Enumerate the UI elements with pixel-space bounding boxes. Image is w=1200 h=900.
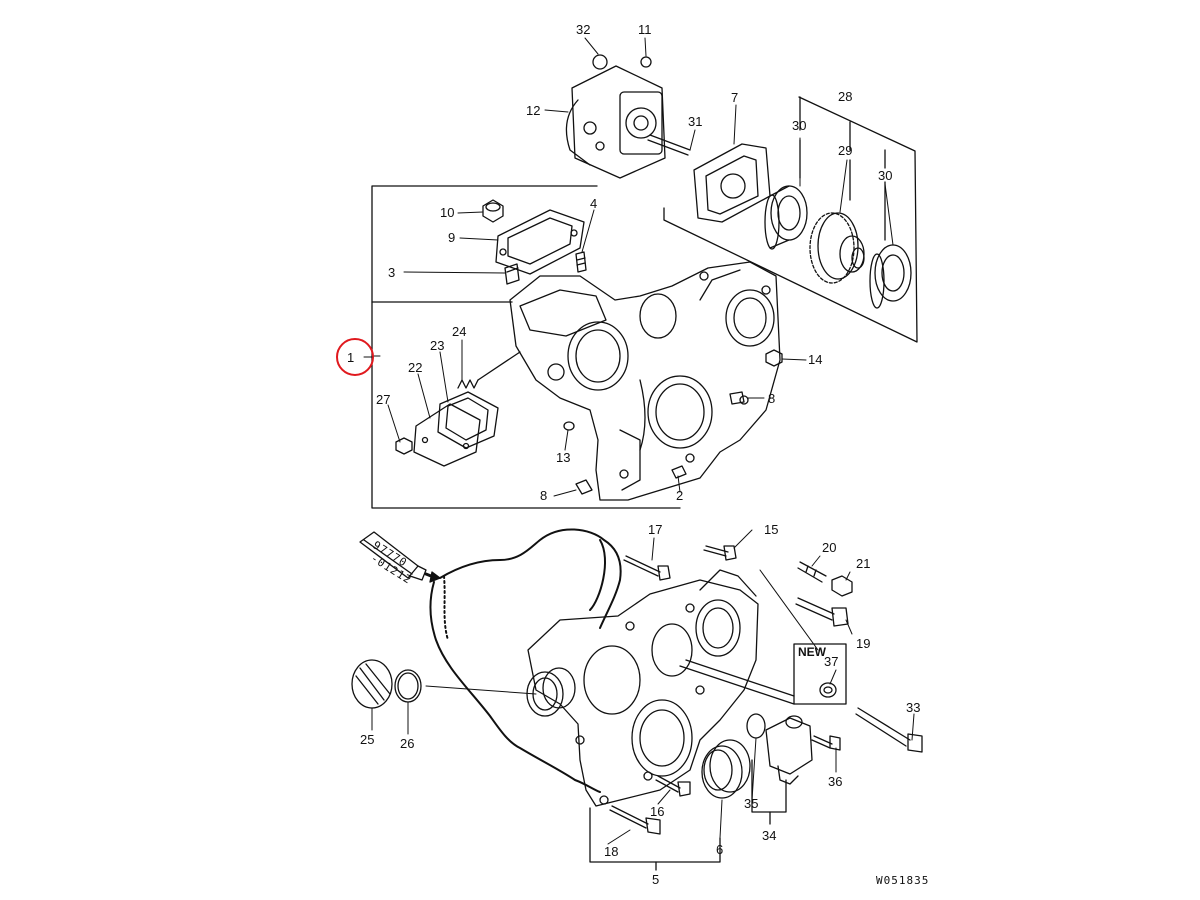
- callout-6: 6: [716, 842, 723, 857]
- callout-8-lower: 8: [540, 488, 547, 503]
- callout-24: 24: [452, 324, 466, 339]
- callout-37: 37: [824, 654, 838, 669]
- callout-20: 20: [822, 540, 836, 555]
- nut-21: [831, 575, 853, 597]
- drawing-code: W051835: [876, 874, 929, 887]
- callout-15: 15: [764, 522, 778, 537]
- callout-13: 13: [556, 450, 570, 465]
- spring-24: [457, 351, 521, 389]
- bolt-36: [811, 735, 841, 751]
- gear-housing: [509, 261, 781, 501]
- cover-gasket: [437, 391, 499, 449]
- bolt-14: [765, 349, 783, 367]
- nut-27: [395, 437, 413, 455]
- callout-25: 25: [360, 732, 374, 747]
- callout-31: 31: [688, 114, 702, 129]
- leader-lines-lower: [371, 529, 915, 845]
- callout-36: 36: [828, 774, 842, 789]
- bolt-19: [795, 597, 849, 627]
- new-part-box: [793, 643, 847, 705]
- callout-23: 23: [430, 338, 444, 353]
- callout-1: 1: [347, 350, 354, 365]
- callout-30-left: 30: [792, 118, 806, 133]
- callout-33: 33: [906, 700, 920, 715]
- callout-28: 28: [838, 89, 852, 104]
- callout-10: 10: [440, 205, 454, 220]
- sensor-34: [765, 715, 813, 785]
- assembly-bracket: [371, 185, 681, 509]
- callout-26: 26: [400, 736, 414, 751]
- callout-3: 3: [388, 265, 395, 280]
- dowel-8-lower: [575, 479, 593, 495]
- bolt-33: [855, 707, 923, 753]
- bearing-bracket: [663, 96, 918, 343]
- callout-21: 21: [856, 556, 870, 571]
- dowel-8-right: [729, 391, 745, 405]
- dowel-2: [671, 465, 687, 479]
- callout-32: 32: [576, 22, 590, 37]
- cover-bracket: [589, 807, 721, 871]
- callout-35: 35: [744, 796, 758, 811]
- callout-11: 11: [638, 22, 652, 37]
- bolt-17: [623, 555, 671, 581]
- callout-16: 16: [650, 804, 664, 819]
- bolt-10: [482, 199, 504, 223]
- new-part-label: NEW: [798, 645, 827, 659]
- leader-lines-upper: [371, 37, 894, 497]
- bolt-18: [609, 805, 661, 835]
- callout-17: 17: [648, 522, 662, 537]
- bolt-16: [655, 775, 691, 797]
- long-rod: [679, 659, 795, 705]
- bearing-left: [764, 185, 808, 250]
- idler-gear: [809, 212, 865, 284]
- callout-29: 29: [838, 143, 852, 158]
- sealant-bead: [429, 528, 622, 793]
- bolt-15: [703, 545, 737, 561]
- callout-2: 2: [676, 488, 683, 503]
- callout-22: 22: [408, 360, 422, 375]
- cap-25: [351, 659, 393, 709]
- callout-7: 7: [731, 90, 738, 105]
- injection-pump: [565, 54, 691, 179]
- bearing-right: [869, 244, 912, 309]
- callout-4: 4: [590, 196, 597, 211]
- stud-20: [797, 561, 827, 583]
- callout-34: 34: [762, 828, 776, 843]
- front-cover: [526, 569, 759, 807]
- oring-35: [746, 713, 766, 739]
- callout-14: 14: [808, 352, 822, 367]
- callout-18: 18: [604, 844, 618, 859]
- callout-9: 9: [448, 230, 455, 245]
- housing-gasket: [495, 209, 585, 275]
- pump-gasket: [693, 143, 771, 223]
- callout-8-right: 8: [768, 391, 775, 406]
- sealant-tube: [359, 531, 427, 581]
- oil-seal-6: [701, 739, 751, 799]
- stud-4: [575, 251, 587, 273]
- callout-27: 27: [376, 392, 390, 407]
- callout-30-right: 30: [878, 168, 892, 183]
- callout-12: 12: [526, 103, 540, 118]
- callout-1-highlight: [336, 338, 374, 376]
- stud-3: [504, 263, 520, 285]
- apply-arrow: [424, 571, 441, 583]
- callout-19: 19: [856, 636, 870, 651]
- callout-labels: 1 2 3 4 5 6 7 8 8 9 10 11 12 13 14 15 16…: [347, 22, 929, 887]
- sensor-bracket: [751, 759, 787, 825]
- oring-26: [394, 669, 422, 703]
- oring-13: [563, 421, 575, 431]
- callout-5: 5: [652, 872, 659, 887]
